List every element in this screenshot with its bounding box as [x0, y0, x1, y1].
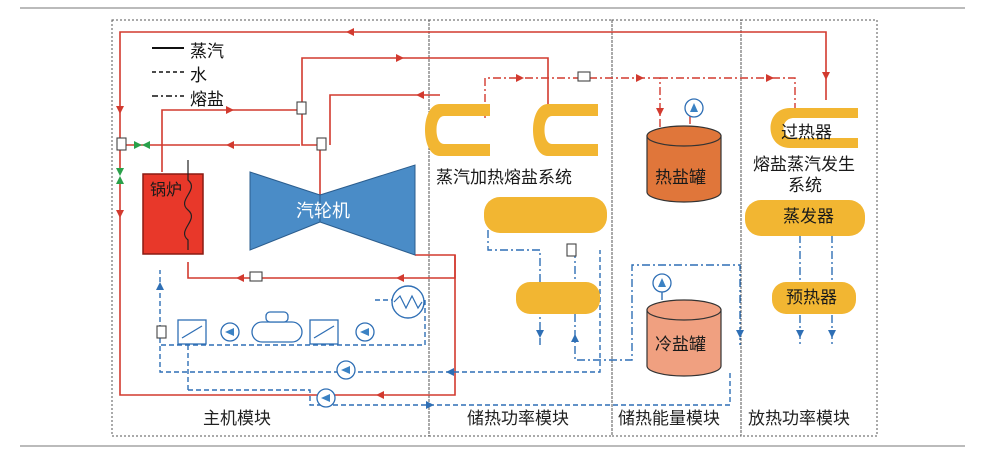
- preheater-label: 预热器: [786, 288, 837, 308]
- legend-molten-salt-line: [152, 95, 184, 97]
- boiler-label: 锅炉: [150, 180, 183, 199]
- legend-molten-salt: 熔盐: [150, 87, 270, 110]
- turbine: [249, 164, 416, 256]
- module-boxes: [111, 19, 878, 437]
- legend-water: 水: [150, 63, 270, 86]
- storage-power-box: [428, 19, 613, 437]
- legend-molten-salt-label: 熔盐: [190, 90, 224, 110]
- legend-water-label: 水: [190, 66, 207, 86]
- steam-heating-system-label: 蒸汽加热熔盐系统: [436, 168, 572, 188]
- water-arrows: [156, 282, 454, 409]
- evaporator-shape: [745, 200, 865, 236]
- pump-cold: [652, 273, 672, 293]
- module-label-main-unit: 主机模块: [203, 409, 271, 429]
- hot-salt-tank-label: 热盐罐: [655, 168, 706, 188]
- superheater-label: 过热器: [781, 123, 832, 143]
- deaerator: [251, 311, 303, 343]
- condenser: [391, 285, 425, 319]
- module-label-storage-energy: 储热能量模块: [618, 409, 720, 429]
- legend-steam: 蒸汽: [150, 39, 270, 62]
- pump-4: [316, 388, 336, 408]
- module-label-discharge-power: 放热功率模块: [748, 409, 850, 429]
- green-valves: [116, 141, 150, 184]
- steam-heating-exchangers: [425, 104, 598, 156]
- steam-arrows: [116, 28, 830, 399]
- superheater-shape: [770, 108, 858, 148]
- storage-exchanger-lower: [516, 282, 600, 314]
- legend-steam-label: 蒸汽: [190, 42, 224, 62]
- pumps: [220, 98, 704, 408]
- boiler: [142, 160, 204, 255]
- pump-2: [355, 322, 375, 342]
- turbine-label: 汽轮机: [296, 201, 350, 222]
- evaporator-label: 蒸发器: [783, 207, 834, 227]
- legend-water-line: [152, 71, 184, 73]
- cold-salt-tank-label: 冷盐罐: [655, 335, 706, 355]
- pump-1: [220, 322, 240, 342]
- salt-lines-hot: [484, 77, 796, 128]
- hot-salt-tank: [646, 125, 722, 203]
- valves: [116, 71, 591, 339]
- preheater-shape: [772, 282, 856, 314]
- legend-steam-line: [152, 47, 184, 49]
- discharge-power-box: [740, 19, 878, 437]
- cold-salt-tank: [646, 299, 722, 377]
- module-label-storage-power: 储热功率模块: [467, 409, 569, 429]
- pump-hot: [684, 98, 704, 118]
- steam-generator-label-line2: 系统: [788, 176, 822, 196]
- pump-3: [336, 360, 356, 380]
- salt-arrows-hot: [516, 74, 774, 116]
- salt-arrows-cold: [536, 330, 836, 342]
- storage-exchanger-middle: [484, 197, 607, 233]
- water-lines: [159, 250, 731, 406]
- heater-boxes: [177, 319, 339, 345]
- steam-generator-label-line1: 熔盐蒸汽发生: [753, 155, 855, 175]
